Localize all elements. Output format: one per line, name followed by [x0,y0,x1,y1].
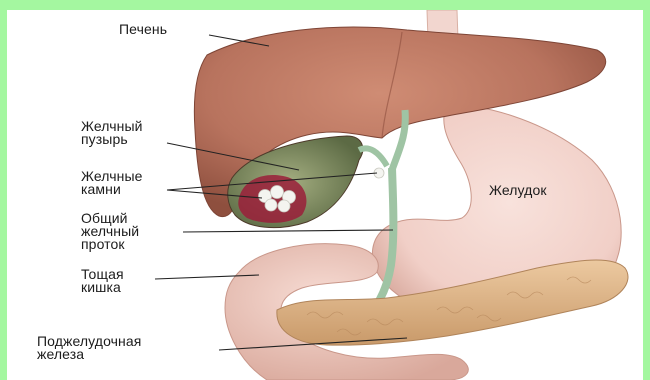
leader-duct [183,230,393,232]
label-liver: Печень [119,23,167,36]
label-gallstones: Желчные камни [81,170,143,196]
label-gallbladder: Желчный пузырь [81,120,143,146]
label-common-bile-duct: Общий желчный проток [81,212,139,251]
label-jejunum: Тощая кишка [81,268,124,294]
anatomy-diagram: Печень Желчный пузырь Желчные камни Общи… [7,10,643,380]
cystic-duct [359,148,387,166]
label-pancreas: Поджелудочная железа [37,335,141,361]
label-stomach: Желудок [489,184,547,197]
